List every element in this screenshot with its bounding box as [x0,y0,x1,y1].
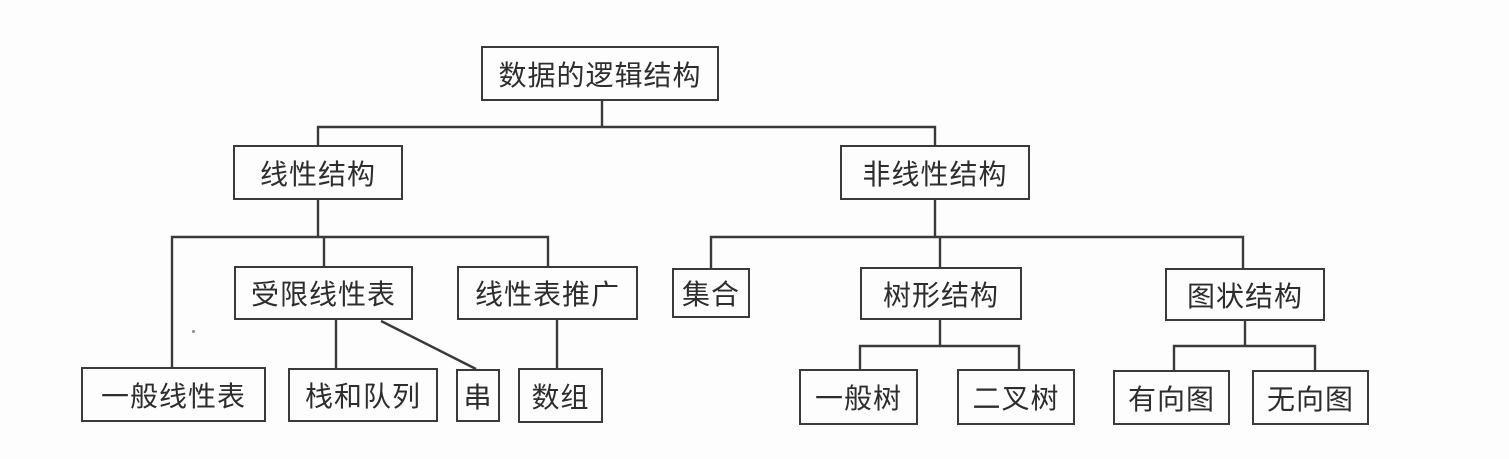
connector-nonlinear-to-children [709,200,1245,268]
node-set: 集合 [672,268,750,318]
node-data-logical-structure: 数据的逻辑结构 [481,46,719,101]
node-graph-structure: 图状结构 [1165,268,1325,321]
node-tree-structure: 树形结构 [860,267,1022,320]
node-restricted-linear-list: 受限线性表 [234,266,413,320]
node-nonlinear-structure: 非线性结构 [840,145,1030,200]
node-stack-and-queue: 栈和队列 [288,368,438,422]
node-array: 数组 [518,368,603,423]
node-linear-list-generalization: 线性表推广 [457,266,638,320]
node-directed-graph: 有向图 [1113,370,1230,425]
node-general-tree: 一般树 [799,369,918,425]
connector-restricted-to-string-diagonal [380,319,477,371]
node-general-linear-list: 一般线性表 [81,367,266,422]
node-linear-structure: 线性结构 [233,145,403,200]
connector-root-to-level2 [316,101,937,145]
connector-graph-to-children [1172,321,1317,370]
node-string: 串 [456,369,500,422]
scan-speck [192,330,195,333]
connector-linear-to-children [170,200,550,367]
node-binary-tree: 二叉树 [957,369,1075,425]
connector-tree-to-children [858,320,1021,369]
node-undirected-graph: 无向图 [1252,370,1369,425]
